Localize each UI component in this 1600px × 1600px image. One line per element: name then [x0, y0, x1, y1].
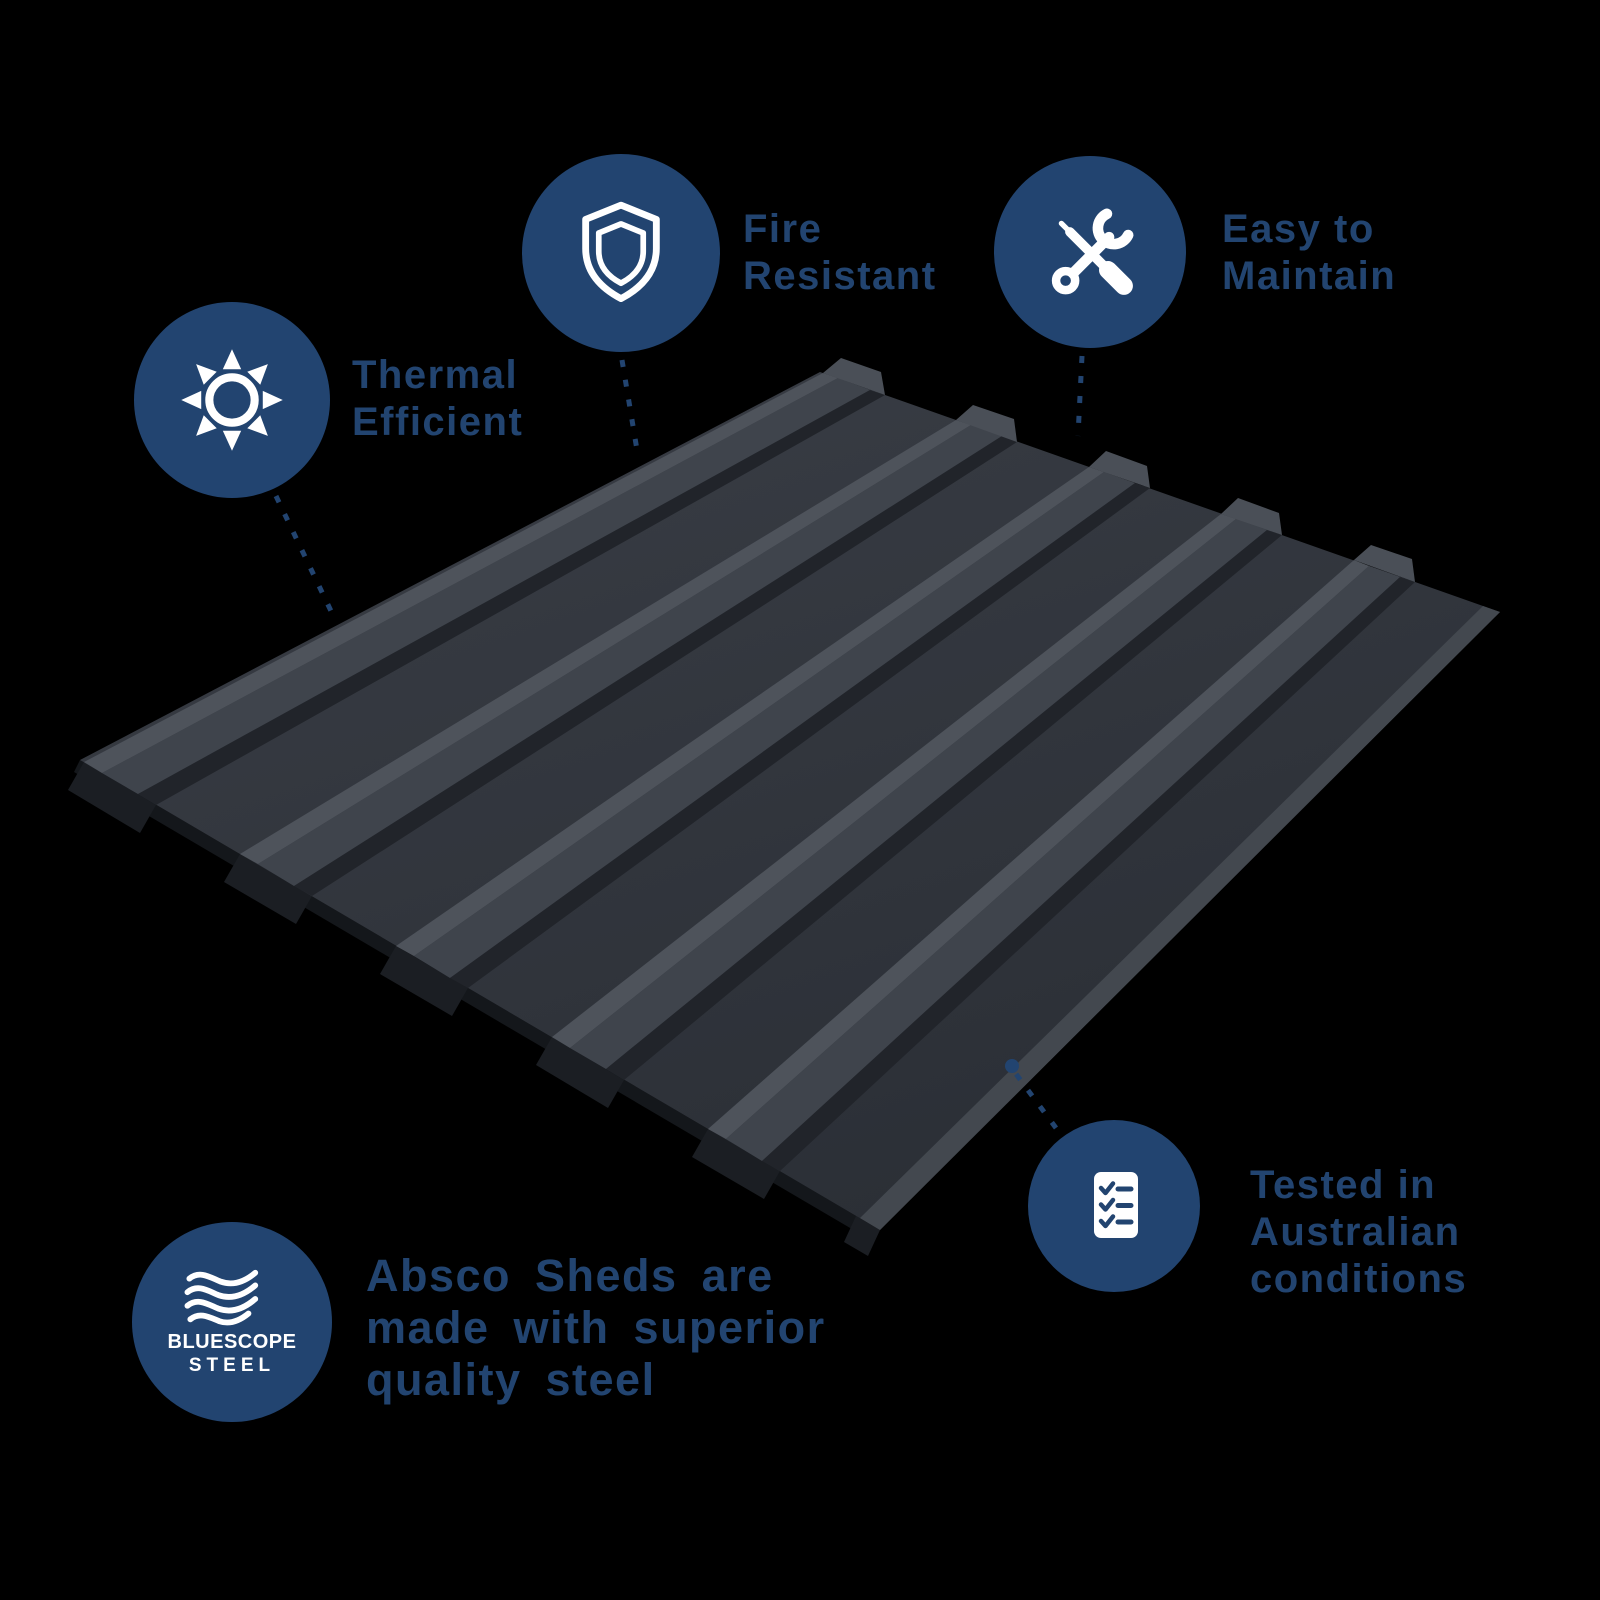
label-line: conditions: [1250, 1257, 1468, 1302]
bluescope-waves-icon: [184, 1269, 259, 1326]
sun-icon: [181, 349, 283, 451]
label-line: Maintain: [1222, 254, 1397, 299]
feature-label-fire: Fire Resistant: [743, 206, 937, 300]
tagline-line: Absco Sheds are: [366, 1250, 774, 1301]
feature-label-tested: Tested in Australian conditions: [1250, 1162, 1467, 1304]
sheet-ribs: [84, 373, 1415, 1171]
connector-maintain: [1075, 355, 1085, 437]
label-line: Thermal: [352, 353, 519, 397]
label-line: Australian: [1250, 1210, 1461, 1255]
label-line: Tested in: [1250, 1163, 1437, 1207]
shield-icon: [582, 201, 660, 303]
steel-wordmark: STEEL: [188, 1355, 276, 1376]
connector-dot: [1005, 1059, 1019, 1073]
feature-label-maintain: Easy to Maintain: [1222, 206, 1396, 300]
bluescope-badge: BLUESCOPE STEEL: [132, 1222, 332, 1422]
feature-badge-maintain: [994, 156, 1186, 348]
tools-icon: [1051, 208, 1134, 295]
feature-label-thermal: Thermal Efficient: [352, 352, 523, 446]
screwdriver: [1058, 220, 1133, 295]
connector-lines: [273, 355, 1085, 1130]
checklist-icon: [1094, 1172, 1138, 1238]
sheet-far-edge-ribs: [823, 358, 1500, 1230]
connector-thermal: [273, 494, 334, 613]
feature-badge-thermal: [134, 302, 330, 498]
label-line: Easy to: [1222, 207, 1375, 251]
sheet-front-profile: [68, 760, 880, 1256]
tagline-line: made with superior: [366, 1302, 826, 1354]
tagline-line: quality steel: [366, 1354, 656, 1406]
feature-badge-fire: [522, 154, 720, 352]
bluescope-wordmark: BLUESCOPE: [167, 1331, 297, 1353]
label-line: Fire: [743, 207, 823, 251]
connector-fire: [619, 359, 640, 451]
feature-badge-tested: [1028, 1120, 1200, 1292]
brand-tagline: Absco Sheds are made with superior quali…: [366, 1250, 826, 1407]
label-line: Efficient: [352, 400, 524, 445]
label-line: Resistant: [743, 254, 937, 299]
